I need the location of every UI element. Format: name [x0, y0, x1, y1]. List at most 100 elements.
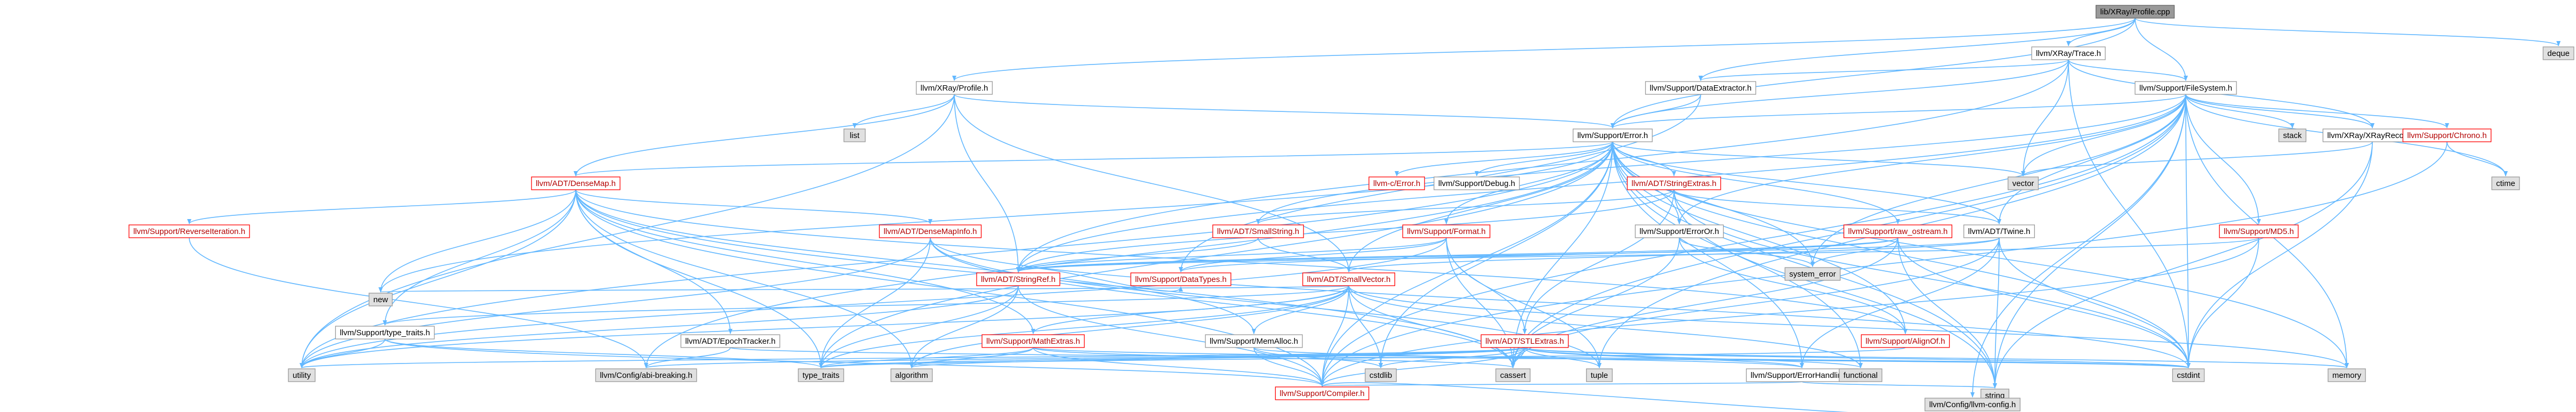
node-c-error[interactable]: llvm-c/Error.h	[1368, 176, 1425, 190]
edge-string-extras-to-small-string	[1256, 189, 1675, 224]
edge-file-system-to-chrono	[2185, 94, 2449, 128]
node-label: cstdint	[2177, 371, 2200, 380]
node-twine[interactable]: llvm/ADT/Twine.h	[1963, 224, 2035, 238]
edge-dense-map-to-type-traits	[575, 189, 823, 368]
edge-dense-map-to-type-traits-h	[383, 189, 576, 326]
node-stl-extras[interactable]: llvm/ADT/STLExtras.h	[1480, 334, 1569, 348]
node-label: llvm/ADT/StringExtras.h	[1631, 179, 1716, 188]
edge-raw-ostream-to-system-error	[1810, 237, 1898, 267]
edge-support-error-to-c-error	[1395, 141, 1613, 176]
edge-xray-profile-to-utility	[300, 94, 955, 368]
edge-support-error-to-twine	[1612, 141, 2001, 224]
edge-stl-extras-to-compiler	[1320, 347, 1525, 386]
node-xray-trace[interactable]: llvm/XRay/Trace.h	[2031, 46, 2106, 60]
node-box	[1130, 272, 1231, 286]
edge-dense-map-to-math-extras	[575, 189, 1035, 334]
node-box	[2402, 128, 2492, 142]
node-functional: functional	[1839, 368, 1882, 382]
node-xray-profile[interactable]: llvm/XRay/Profile.h	[915, 81, 993, 95]
node-string-extras[interactable]: llvm/ADT/StringExtras.h	[1627, 176, 1721, 190]
edge-string-extras-to-twine	[1673, 189, 2001, 224]
node-label: llvm/ADT/SmallVector.h	[1307, 275, 1391, 284]
edge-string-extras-to-cstdint	[1673, 189, 2191, 368]
node-label: llvm/Support/DataExtractor.h	[1650, 84, 1752, 93]
edge-error-handling-to-string	[1801, 381, 1997, 389]
node-label: list	[850, 131, 860, 140]
node-error-or[interactable]: llvm/Support/ErrorOr.h	[1635, 224, 1724, 238]
node-label: lib/XRay/Profile.cpp	[2100, 7, 2170, 17]
edge-file-system-to-string-ref	[1016, 94, 2186, 272]
node-compiler[interactable]: llvm/Support/Compiler.h	[1275, 386, 1370, 400]
node-box	[915, 81, 993, 95]
node-epoch-tracker[interactable]: llvm/ADT/EpochTracker.h	[680, 334, 780, 348]
edge-md5-to-cstdint	[2186, 237, 2259, 368]
edge-reverse-iteration-to-abi-breaking	[189, 237, 648, 368]
node-md5[interactable]: llvm/Support/MD5.h	[2219, 224, 2299, 238]
node-support-error[interactable]: llvm/Support/Error.h	[1573, 128, 1653, 142]
node-box	[2542, 46, 2574, 60]
edge-md5-to-compiler	[1320, 237, 2259, 386]
edge-support-error-to-type-traits	[819, 141, 1613, 368]
node-small-vector[interactable]: llvm/ADT/SmallVector.h	[1302, 272, 1396, 286]
edge-support-format-to-string-ref	[1016, 237, 1447, 272]
node-small-string[interactable]: llvm/ADT/SmallString.h	[1212, 224, 1304, 238]
edge-dense-map-info-to-utility	[300, 237, 931, 368]
edge-dense-map-info-to-cassert	[930, 237, 1515, 368]
node-label: functional	[1844, 371, 1878, 380]
node-box	[128, 224, 250, 238]
edge-xray-record-to-string	[1993, 141, 2373, 389]
node-box	[1963, 224, 2035, 238]
node-stack: stack	[2278, 128, 2307, 142]
node-data-extractor[interactable]: llvm/Support/DataExtractor.h	[1645, 81, 1757, 95]
node-deque: deque	[2542, 46, 2574, 60]
edge-file-system-to-support-error	[1611, 94, 2186, 128]
node-math-extras[interactable]: llvm/Support/MathExtras.h	[981, 334, 1085, 348]
edge-support-format-to-data-types	[1179, 237, 1447, 272]
node-dense-map-info[interactable]: llvm/ADT/DenseMapInfo.h	[879, 224, 982, 238]
edge-file-system-to-xray-record	[2185, 94, 2374, 128]
edge-xray-record-to-cstdint	[2186, 141, 2373, 368]
node-box	[976, 272, 1060, 286]
node-label: cstdlib	[1370, 371, 1392, 380]
node-box	[2491, 176, 2520, 190]
edge-dense-map-to-new	[379, 189, 576, 293]
node-box	[1302, 272, 1396, 286]
node-root[interactable]: lib/XRay/Profile.cpp	[2095, 5, 2175, 19]
edge-twine-to-string-ref	[1016, 237, 2000, 272]
node-mem-alloc[interactable]: llvm/Support/MemAlloc.h	[1205, 334, 1303, 348]
node-string-ref[interactable]: llvm/ADT/StringRef.h	[976, 272, 1060, 286]
node-align-of[interactable]: llvm/Support/AlignOf.h	[1861, 334, 1950, 348]
node-support-format[interactable]: llvm/Support/Format.h	[1402, 224, 1491, 238]
node-dense-map[interactable]: llvm/ADT/DenseMap.h	[531, 176, 621, 190]
node-type-traits-h[interactable]: llvm/Support/type_traits.h	[335, 326, 435, 340]
edge-raw-ostream-to-cstdint	[1897, 237, 2191, 368]
node-box	[1365, 368, 1397, 382]
node-support-debug[interactable]: llvm/Support/Debug.h	[1434, 176, 1520, 190]
node-raw-ostream[interactable]: llvm/Support/raw_ostream.h	[1843, 224, 1953, 238]
node-label: llvm/ADT/Twine.h	[1968, 227, 2031, 236]
node-label: llvm/Support/Debug.h	[1438, 179, 1515, 188]
node-box	[1843, 224, 1953, 238]
edge-root-to-deque	[2135, 18, 2561, 46]
node-box	[2219, 224, 2299, 238]
node-box	[1645, 81, 1757, 95]
node-label: llvm/ADT/StringRef.h	[981, 275, 1056, 284]
edge-dense-map-to-algorithm	[575, 189, 914, 368]
node-box	[1925, 398, 2020, 411]
node-chrono[interactable]: llvm/Support/Chrono.h	[2402, 128, 2492, 142]
edge-mem-alloc-to-cstdlib	[1253, 347, 1383, 368]
edge-small-vector-to-compiler	[1320, 285, 1349, 386]
edge-string-ref-to-algorithm	[909, 285, 1019, 368]
edge-math-extras-to-cassert	[1033, 347, 1515, 368]
node-label: llvm/Support/DataTypes.h	[1135, 275, 1227, 284]
edge-root-to-support-error	[1611, 18, 2136, 128]
node-data-types[interactable]: llvm/Support/DataTypes.h	[1130, 272, 1231, 286]
edge-file-system-to-twine	[1997, 94, 2186, 224]
edge-data-extractor-to-support-error	[1611, 94, 1701, 128]
node-box	[335, 326, 435, 340]
edge-xray-profile-to-dense-map	[574, 94, 955, 176]
node-file-system[interactable]: llvm/Support/FileSystem.h	[2135, 81, 2237, 95]
node-label: llvm/Support/Format.h	[1407, 227, 1486, 236]
node-reverse-iteration[interactable]: llvm/Support/ReverseIteration.h	[128, 224, 250, 238]
